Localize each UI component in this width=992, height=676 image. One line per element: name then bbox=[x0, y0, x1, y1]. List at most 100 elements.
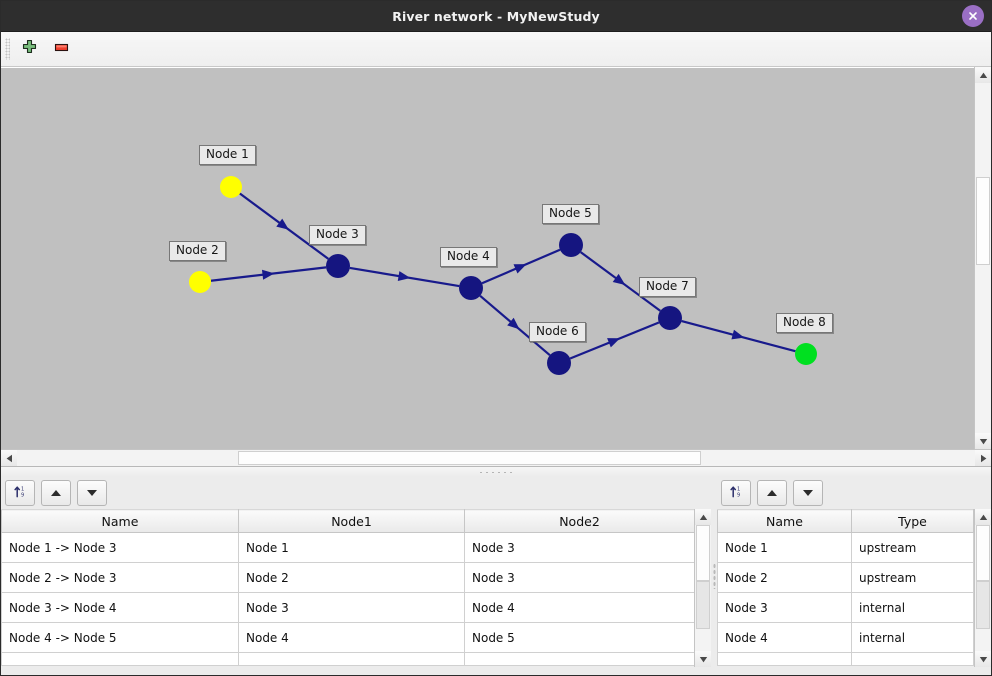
graph-node-node3[interactable] bbox=[326, 254, 350, 278]
branch-table-vertical-scrollbar[interactable] bbox=[694, 509, 711, 667]
table-cell[interactable]: Node 4 -> Node 5 bbox=[1, 622, 239, 653]
table-cell[interactable]: Node 2 -> Node 3 bbox=[1, 562, 239, 593]
vertical-splitter[interactable] bbox=[711, 477, 717, 675]
table-cell[interactable]: upstream bbox=[851, 532, 974, 563]
table-cell[interactable]: internal bbox=[851, 592, 974, 623]
table-cell[interactable]: Node 4 bbox=[717, 622, 852, 653]
graph-node-node1[interactable] bbox=[220, 176, 242, 198]
column-header-name[interactable]: Name bbox=[717, 509, 852, 533]
network-diagram-svg bbox=[189, 176, 817, 375]
close-icon[interactable] bbox=[962, 5, 984, 27]
move-branch-up-button[interactable] bbox=[41, 480, 71, 506]
move-node-down-button[interactable] bbox=[793, 480, 823, 506]
table-cell[interactable]: Node 1 bbox=[238, 532, 465, 563]
table-row-empty[interactable] bbox=[1, 652, 695, 666]
node-label-node4[interactable]: Node 4 bbox=[440, 247, 497, 267]
table-cell[interactable]: Node 3 bbox=[717, 592, 852, 623]
graph-node-node4[interactable] bbox=[459, 276, 483, 300]
scroll-left-icon[interactable] bbox=[1, 450, 17, 466]
table-cell[interactable]: Node 3 bbox=[238, 592, 465, 623]
node-label-node1[interactable]: Node 1 bbox=[199, 145, 256, 165]
table-cell[interactable]: internal bbox=[851, 622, 974, 653]
table-cell[interactable] bbox=[851, 652, 974, 666]
scroll-down-icon[interactable] bbox=[975, 433, 991, 449]
node-label-node2[interactable]: Node 2 bbox=[169, 241, 226, 261]
graph-vertical-scrollbar[interactable] bbox=[974, 67, 991, 449]
graph-hscroll-thumb[interactable] bbox=[238, 451, 701, 465]
scroll-up-icon[interactable] bbox=[975, 67, 991, 83]
plus-icon bbox=[21, 39, 38, 59]
horizontal-splitter[interactable] bbox=[1, 466, 991, 477]
graph-node-node5[interactable] bbox=[559, 233, 583, 257]
node-label-node7[interactable]: Node 7 bbox=[639, 277, 696, 297]
graph-node-node8[interactable] bbox=[795, 343, 817, 365]
move-branch-down-button[interactable] bbox=[77, 480, 107, 506]
edge-arrow-icon bbox=[513, 264, 527, 274]
delete-node-button[interactable] bbox=[45, 34, 77, 64]
table-cell[interactable] bbox=[238, 652, 465, 666]
add-node-button[interactable] bbox=[13, 34, 45, 64]
graph-hscroll-track[interactable] bbox=[17, 450, 975, 466]
move-node-up-button[interactable] bbox=[757, 480, 787, 506]
table-cell[interactable]: Node 2 bbox=[717, 562, 852, 593]
graph-horizontal-scrollbar[interactable] bbox=[1, 449, 991, 466]
branch-vscroll-track[interactable] bbox=[695, 525, 711, 651]
table-cell[interactable] bbox=[717, 652, 852, 666]
table-cell[interactable]: Node 4 bbox=[238, 622, 465, 653]
column-header-node2[interactable]: Node2 bbox=[464, 509, 695, 533]
svg-text:9: 9 bbox=[21, 493, 24, 499]
table-cell[interactable]: Node 5 bbox=[464, 622, 695, 653]
node-table-vertical-scrollbar[interactable] bbox=[974, 509, 991, 667]
graph-node-node7[interactable] bbox=[658, 306, 682, 330]
edge-arrow-icon bbox=[397, 271, 411, 281]
graph-node-node6[interactable] bbox=[547, 351, 571, 375]
scroll-up-icon[interactable] bbox=[695, 509, 711, 525]
table-cell[interactable]: Node 1 -> Node 3 bbox=[1, 532, 239, 563]
table-cell[interactable] bbox=[464, 652, 695, 666]
node-label-node5[interactable]: Node 5 bbox=[542, 204, 599, 224]
toolbar-drag-handle[interactable] bbox=[5, 38, 10, 60]
node-label-node8[interactable]: Node 8 bbox=[776, 313, 833, 333]
column-header-name[interactable]: Name bbox=[1, 509, 239, 533]
column-header-type[interactable]: Type bbox=[851, 509, 974, 533]
scroll-down-icon[interactable] bbox=[695, 651, 711, 667]
table-cell[interactable]: Node 3 bbox=[464, 532, 695, 563]
table-cell[interactable]: Node 3 bbox=[464, 562, 695, 593]
graph-node-node2[interactable] bbox=[189, 271, 211, 293]
table-cell[interactable]: Node 2 bbox=[238, 562, 465, 593]
table-cell[interactable] bbox=[1, 652, 239, 666]
node-vscroll-thumb[interactable] bbox=[976, 525, 990, 581]
branch-table-toolbar: 1 9 bbox=[1, 477, 711, 509]
table-cell[interactable]: Node 3 -> Node 4 bbox=[1, 592, 239, 623]
scroll-right-icon[interactable] bbox=[975, 450, 991, 466]
graph-vscroll-thumb[interactable] bbox=[976, 177, 990, 265]
node-label-node6[interactable]: Node 6 bbox=[529, 322, 586, 342]
scroll-down-icon[interactable] bbox=[975, 651, 991, 667]
column-header-node1[interactable]: Node1 bbox=[238, 509, 465, 533]
graph-vscroll-track[interactable] bbox=[975, 83, 991, 433]
table-cell[interactable]: Node 4 bbox=[464, 592, 695, 623]
node-vscroll-lower[interactable] bbox=[976, 581, 990, 629]
scroll-up-icon[interactable] bbox=[975, 509, 991, 525]
network-diagram-canvas[interactable]: Node 1 Node 2 Node 3 Node 4 Node 5 Node 6 Node… bbox=[1, 67, 974, 449]
sort-branches-button[interactable]: 1 9 bbox=[5, 480, 35, 506]
node-vscroll-track[interactable] bbox=[975, 525, 991, 651]
branch-vscroll-thumb[interactable] bbox=[696, 525, 710, 581]
sort-nodes-button[interactable]: 1 9 bbox=[721, 480, 751, 506]
node-label-node3[interactable]: Node 3 bbox=[309, 225, 366, 245]
branch-vscroll-lower[interactable] bbox=[696, 581, 710, 629]
table-cell[interactable]: upstream bbox=[851, 562, 974, 593]
table-row-empty[interactable] bbox=[717, 652, 974, 666]
table-cell[interactable]: Node 1 bbox=[717, 532, 852, 563]
